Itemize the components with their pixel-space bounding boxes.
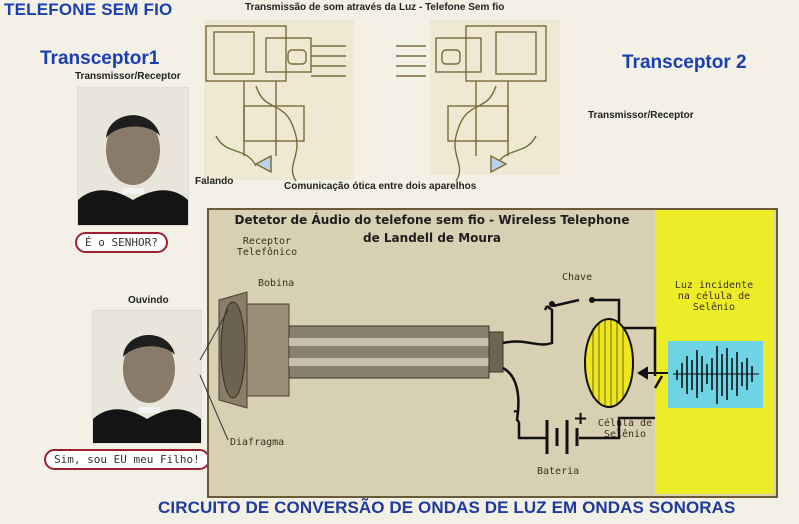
diaphragm-label: Diafragma [230,437,285,448]
transceiver2-sub: Transmissor/Receptor [588,110,694,121]
coil-label: Bobina [258,278,295,289]
patent-drawings [204,20,560,182]
transceiver1-sub: Transmissor/Receptor [75,71,181,82]
detector-drawing: - + [218,291,763,454]
apparatus-left [204,20,354,182]
transceiver1-label: Transceptor1 [40,48,160,69]
connector-lines [199,309,229,441]
portrait-speaker [77,87,189,226]
selenium-cell [584,318,634,408]
transceiver2-label: Transceptor 2 [622,52,747,73]
receiver-earpiece [218,291,290,409]
speaking-label: Falando [195,176,234,187]
optical-caption: Comunicação ótica entre dois aparelhos [284,181,477,192]
listener-label: Ouvindo [128,295,169,306]
page-title: TELEFONE SEM FIO [4,0,173,19]
battery-plus: + [573,408,588,429]
battery-label: Bateria [537,466,580,477]
light-arrow [637,366,669,380]
apparatus-right [396,20,560,182]
receiver-body [288,325,504,379]
panel-title-line2: de Landell de Moura [363,231,501,245]
top-caption: Transmissão de som através da Luz - Tele… [245,2,505,13]
battery [545,420,579,454]
bottom-title: CIRCUITO DE CONVERSÃO DE ONDAS DE LUZ EM… [158,498,736,517]
battery-minus: - [513,401,520,420]
cell-label: Célula de Selênio [597,418,653,440]
incident-light-label: Luz incidente na célula de Selênio [674,280,754,313]
receiver-label: Receptor Telefônico [236,236,298,258]
speech-bubble-question: É o SENHOR? [75,232,168,253]
switch-label: Chave [562,272,593,283]
speech-bubble-answer: Sim, sou EU meu Filho! [44,449,210,470]
portrait-listener [92,310,202,444]
panel-title-line1: Detetor de Áudio do telefone sem fio - W… [234,213,630,227]
